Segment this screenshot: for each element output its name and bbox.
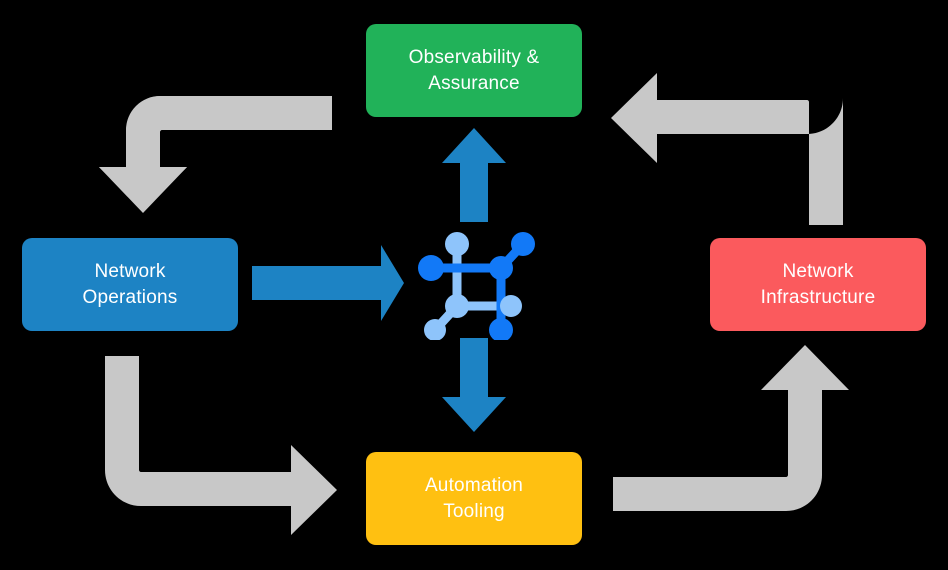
box-operations-label: Network Operations	[82, 260, 178, 308]
box-network-infrastructure[interactable]: Network Infrastructure	[710, 238, 926, 331]
box-automation-label: Automation Tooling	[424, 474, 524, 522]
arrow-operations-to-automation	[105, 356, 337, 535]
arrow-infrastructure-to-observability	[611, 73, 843, 225]
arrow-operations-to-center	[252, 245, 404, 321]
box-network-operations[interactable]: Network Operations	[22, 238, 238, 331]
box-observability-label: Observability & Assurance	[408, 46, 540, 94]
box-automation-tooling[interactable]: Automation Tooling	[366, 452, 582, 545]
network-topology-icon	[418, 232, 535, 340]
arrow-center-to-observability	[442, 128, 506, 222]
box-observability-assurance[interactable]: Observability & Assurance	[366, 24, 582, 117]
arrow-automation-to-infrastructure	[613, 345, 849, 511]
arrow-observability-to-operations-body	[99, 59, 332, 213]
arrow-center-to-automation	[442, 338, 506, 432]
box-infrastructure-label: Network Infrastructure	[760, 260, 876, 308]
